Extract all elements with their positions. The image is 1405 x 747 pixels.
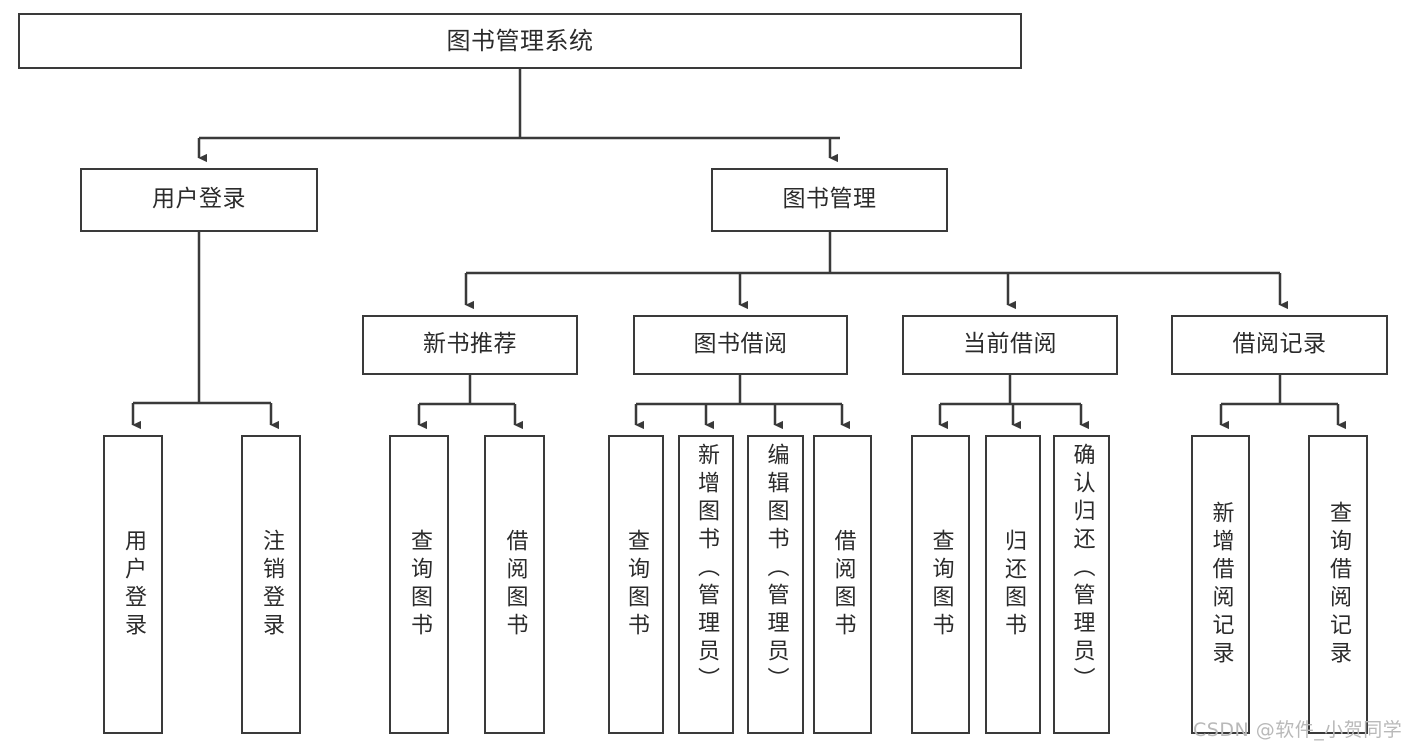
leaf-borrow-book-newbook[interactable]: 借阅图书 (484, 435, 545, 734)
node-root[interactable]: 图书管理系统 (18, 13, 1022, 69)
leaf-lend-book[interactable]: 借阅图书 (813, 435, 872, 734)
leaf-lend-book-label: 借阅图书 (830, 528, 856, 641)
node-book-management[interactable]: 图书管理 (711, 168, 948, 232)
leaf-confirm-return-admin-label: 确认归还（管理员） (1069, 443, 1095, 695)
node-book-management-label: 图书管理 (782, 186, 877, 213)
leaf-query-book-borrow-label: 查询图书 (624, 528, 649, 641)
leaf-logout[interactable]: 注销登录 (241, 435, 301, 734)
node-root-label: 图书管理系统 (446, 26, 594, 55)
leaf-add-book-admin-label: 新增图书（管理员） (694, 443, 719, 695)
leaf-query-borrow-record-label: 查询借阅记录 (1326, 500, 1351, 669)
leaf-logout-label: 注销登录 (259, 528, 284, 641)
leaf-query-book-current-label: 查询图书 (928, 528, 954, 641)
node-user-login[interactable]: 用户登录 (80, 168, 318, 232)
leaf-confirm-return-admin[interactable]: 确认归还（管理员） (1053, 435, 1110, 734)
leaf-edit-book-admin-label: 编辑图书（管理员） (763, 443, 789, 695)
node-book-borrow-label: 图书借阅 (693, 331, 788, 358)
node-borrow-records-label: 借阅记录 (1232, 331, 1327, 358)
node-current-borrow-label: 当前借阅 (963, 331, 1057, 358)
leaf-add-book-admin[interactable]: 新增图书（管理员） (678, 435, 734, 734)
leaf-return-book-label: 归还图书 (1001, 528, 1026, 641)
node-book-borrow[interactable]: 图书借阅 (633, 315, 848, 375)
leaf-edit-book-admin[interactable]: 编辑图书（管理员） (747, 435, 804, 734)
leaf-user-login[interactable]: 用户登录 (103, 435, 163, 734)
leaf-query-book-newbook-label: 查询图书 (407, 528, 432, 641)
leaf-query-book-borrow[interactable]: 查询图书 (608, 435, 664, 734)
leaf-query-book-newbook[interactable]: 查询图书 (389, 435, 449, 734)
node-user-login-label: 用户登录 (152, 186, 246, 213)
leaf-add-borrow-record-label: 新增借阅记录 (1208, 500, 1234, 669)
node-borrow-records[interactable]: 借阅记录 (1171, 315, 1388, 375)
leaf-query-borrow-record[interactable]: 查询借阅记录 (1308, 435, 1368, 734)
node-current-borrow[interactable]: 当前借阅 (902, 315, 1118, 375)
leaf-user-login-label: 用户登录 (121, 528, 146, 641)
leaf-query-book-current[interactable]: 查询图书 (911, 435, 970, 734)
node-new-book-recommend-label: 新书推荐 (423, 331, 517, 358)
watermark: CSDN @软件_小贺同学 (1193, 719, 1403, 741)
node-new-book-recommend[interactable]: 新书推荐 (362, 315, 578, 375)
leaf-return-book[interactable]: 归还图书 (985, 435, 1041, 734)
leaf-borrow-book-newbook-label: 借阅图书 (502, 528, 528, 641)
leaf-add-borrow-record[interactable]: 新增借阅记录 (1191, 435, 1250, 734)
